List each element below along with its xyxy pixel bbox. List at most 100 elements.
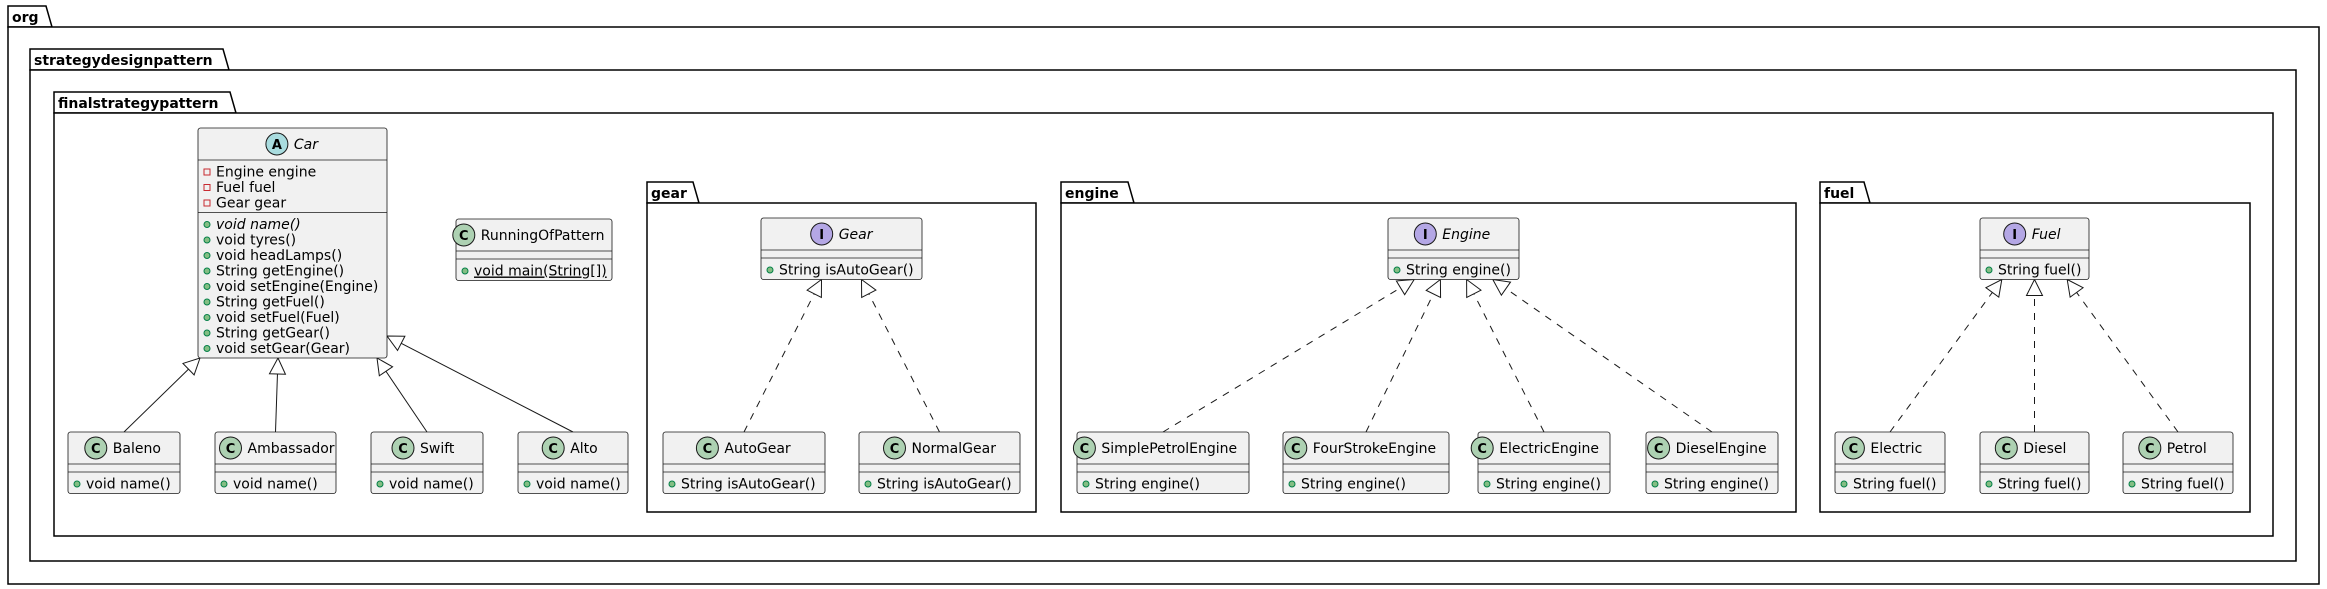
public-visibility-icon: [203, 283, 211, 290]
class-method: String getFuel(): [216, 295, 325, 311]
class-method: String fuel(): [1998, 263, 2081, 279]
class-field: Fuel fuel: [216, 180, 275, 196]
stereotype-letter: C: [1849, 442, 1859, 457]
public-visibility-icon: [203, 329, 211, 337]
class-method: String fuel(): [2141, 477, 2224, 493]
inheritance-arrowhead: [376, 357, 394, 377]
package-name: gear: [651, 186, 687, 202]
class-stereotype-icon: [1072, 436, 1096, 460]
class-name: Petrol: [2167, 441, 2207, 457]
public-visibility-icon: [2128, 480, 2136, 488]
class-box: [760, 217, 923, 280]
stereotype-letter: C: [703, 442, 713, 457]
class-name: FourStrokeEngine: [1313, 441, 1436, 457]
private-visibility-icon: [203, 168, 211, 176]
class-name: NormalGear: [912, 441, 997, 457]
interface-stereotype-icon: [810, 222, 834, 246]
stereotype-letter: C: [2145, 442, 2155, 457]
stereotype-letter: A: [272, 138, 282, 153]
public-visibility-icon: [203, 221, 211, 228]
realization-line: [1365, 293, 1434, 433]
class-name: Electric: [1870, 441, 1922, 457]
class-stereotype-icon: [219, 436, 242, 460]
class-method: void tyres(): [216, 233, 296, 249]
class-name: AutoGear: [724, 441, 791, 457]
public-visibility-icon: [523, 480, 531, 488]
relation-normalgear-gear_if: [860, 278, 940, 433]
class-stereotype-icon: [391, 436, 415, 460]
class-name: Ambassador: [248, 441, 335, 457]
stereotype-letter: C: [1080, 442, 1090, 457]
class-stereotype-icon: [2138, 436, 2162, 460]
package-name: finalstrategypattern: [58, 96, 219, 112]
public-visibility-icon: [668, 480, 676, 488]
relation-ambassador-car: [268, 356, 287, 433]
class-field: Gear gear: [216, 196, 286, 212]
class-name: Baleno: [113, 441, 161, 457]
relation-electric-fuel_if: [1889, 278, 2003, 433]
generalization-line: [385, 370, 428, 433]
class-name: DieselEngine: [1676, 441, 1767, 457]
class-method: String getGear(): [216, 326, 330, 342]
inheritance-arrowhead: [268, 356, 287, 375]
relation-electricengine-engine_if: [1466, 278, 1545, 433]
stereotype-letter: I: [2012, 228, 2017, 243]
inheritance-arrowhead: [1984, 278, 2003, 299]
package-name: org: [12, 10, 39, 26]
class-method: void setGear(Gear): [216, 341, 350, 357]
inheritance-arrowhead: [2066, 278, 2085, 299]
class-baleno[interactable]: C Baleno void name(): [67, 431, 181, 494]
class-stereotype-icon: [84, 436, 108, 460]
realization-line: [1162, 287, 1401, 433]
public-visibility-icon: [220, 480, 228, 488]
class-method: void setEngine(Engine): [216, 279, 378, 295]
class-stereotype-icon: [1470, 436, 1494, 460]
class-name: RunningOfPattern: [481, 228, 605, 244]
inheritance-arrowhead: [1395, 278, 1416, 296]
public-visibility-icon: [203, 236, 211, 244]
class-stereotype-icon: [883, 436, 906, 460]
inheritance-arrowhead: [1491, 278, 1512, 297]
stereotype-letter: C: [398, 442, 408, 457]
class-box: [1645, 431, 1779, 494]
class-method: void name(): [216, 217, 301, 233]
public-visibility-icon: [864, 480, 872, 488]
class-method: void name(): [86, 477, 171, 493]
stereotype-letter: C: [91, 442, 101, 457]
public-visibility-icon: [376, 480, 384, 488]
package-name: engine: [1065, 186, 1119, 202]
stereotype-letter: C: [226, 442, 236, 457]
class-name: Alto: [570, 441, 598, 457]
relations-layer: [123, 278, 2179, 433]
package-name: strategydesignpattern: [34, 53, 213, 69]
class-box: [214, 431, 337, 494]
stereotype-letter: C: [2002, 442, 2012, 457]
realization-line: [868, 293, 940, 433]
class-method: String fuel(): [1853, 477, 1936, 493]
relation-swift-car: [376, 357, 428, 433]
inheritance-arrowhead: [182, 357, 201, 376]
relation-simplepetrol-engine_if: [1162, 278, 1416, 433]
class-stereotype-icon: [1647, 436, 1671, 460]
public-visibility-icon: [1985, 266, 1993, 274]
class-box: [197, 127, 388, 359]
